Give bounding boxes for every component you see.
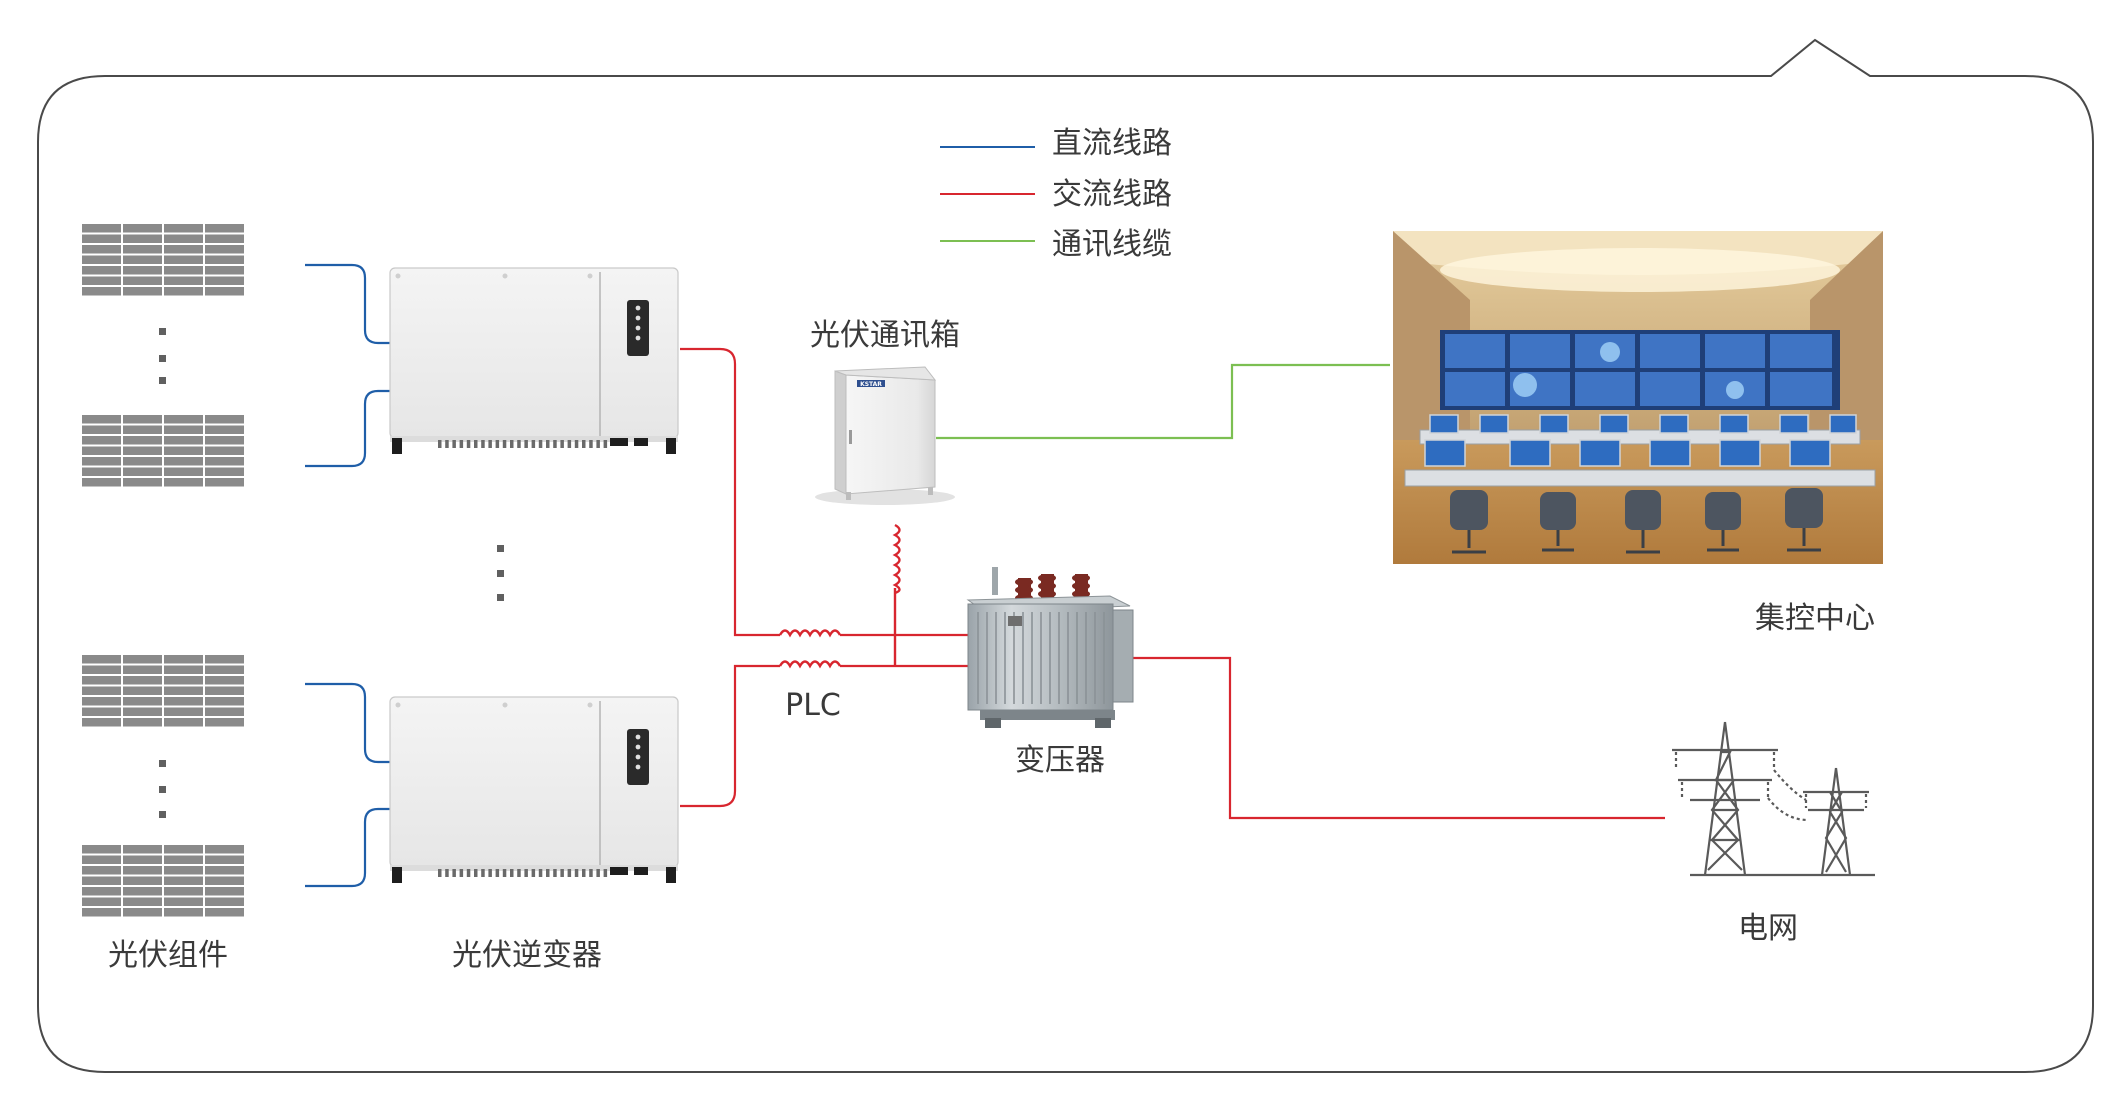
control-center-image — [1393, 231, 1883, 564]
plc-coils — [778, 523, 901, 669]
pv-module-array — [82, 415, 244, 487]
comm-box-label: 光伏通讯箱 — [810, 318, 960, 353]
pv-module-array — [82, 224, 244, 296]
comm-lines — [936, 363, 1390, 440]
pv-ellipsis-dots — [159, 328, 504, 818]
inverters — [389, 267, 679, 883]
outer-frame — [37, 38, 2094, 1073]
inverters-label: 光伏逆变器 — [452, 938, 602, 973]
ac-lines — [680, 347, 1665, 820]
legend-ac-label: 交流线路 — [1052, 177, 1172, 212]
pv-modules-label: 光伏组件 — [108, 938, 228, 973]
plc-label: PLC — [785, 688, 841, 723]
control-center-label: 集控中心 — [1755, 601, 1875, 636]
transformer-label: 变压器 — [1015, 743, 1105, 778]
comm-box-brand: KSTAR — [860, 381, 882, 388]
pv-module-array — [82, 655, 244, 727]
dc-lines — [305, 263, 392, 888]
inverter — [389, 267, 679, 454]
transformer — [966, 567, 1134, 728]
grid-towers — [1672, 721, 1875, 877]
pv-module-arrays — [82, 224, 244, 917]
grid-label: 电网 — [1738, 911, 1798, 946]
legend: 直流线路 交流线路 通讯线缆 — [940, 126, 1172, 262]
pv-comm-box: KSTAR — [815, 366, 955, 505]
legend-dc-label: 直流线路 — [1052, 126, 1172, 161]
inverter — [389, 696, 679, 883]
pv-module-array — [82, 845, 244, 917]
legend-comm-label: 通讯线缆 — [1052, 227, 1172, 262]
